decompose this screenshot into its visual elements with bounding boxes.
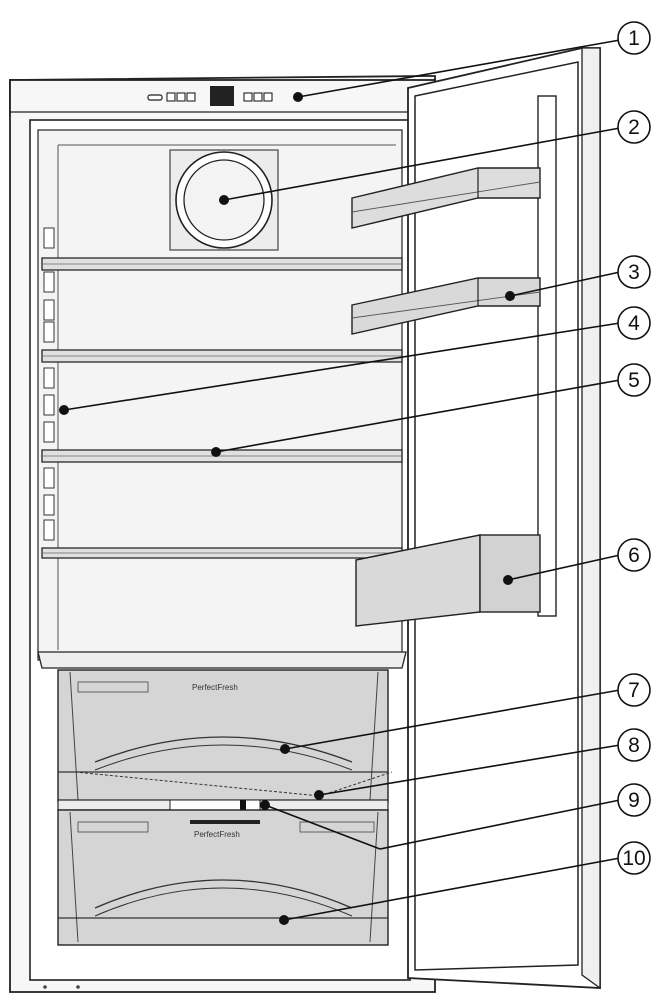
foot-right	[76, 985, 80, 989]
callout-number-5: 5	[628, 369, 640, 392]
callout-circle-10	[617, 841, 651, 875]
leader-dot-6	[503, 575, 513, 585]
drawer-section: PerfectFresh PerfectFresh	[37, 651, 407, 946]
foot-left	[43, 985, 47, 989]
shelf-support	[43, 367, 55, 389]
upper-drawer-side-right	[369, 671, 379, 801]
leader-line-8	[318, 744, 621, 796]
door-rack-upper-edge	[351, 181, 541, 213]
control-slot	[147, 94, 163, 101]
leader-line-3	[509, 271, 621, 297]
callout-number-4: 4	[628, 312, 640, 335]
control-button	[176, 92, 186, 102]
callout-circle-9	[617, 783, 651, 817]
leader-dot-1	[293, 92, 303, 102]
shelf-support-column	[43, 227, 55, 541]
drawer-cover-glass	[37, 651, 407, 669]
shelf-support	[43, 394, 55, 416]
callout-circle-3	[617, 255, 651, 289]
leader-line-7	[284, 689, 621, 750]
callout-circle-2	[617, 110, 651, 144]
leader-dot-10	[279, 915, 289, 925]
callout-circle-5	[617, 363, 651, 397]
humidity-bar	[190, 820, 260, 824]
leader-line-9b	[379, 799, 621, 850]
control-button	[186, 92, 196, 102]
callout-number-9: 9	[628, 789, 640, 812]
lower-drawer-label: PerfectFresh	[194, 830, 240, 839]
humidity-divider-line	[319, 771, 393, 797]
control-button	[263, 92, 273, 102]
control-button	[166, 92, 176, 102]
callout-number-8: 8	[628, 734, 640, 757]
callout-circle-1	[617, 21, 651, 55]
callout-number-6: 6	[628, 544, 640, 567]
leader-dot-7	[280, 744, 290, 754]
leader-dot-5	[211, 447, 221, 457]
callout-circle-4	[617, 306, 651, 340]
callout-circle-8	[617, 728, 651, 762]
callout-number-2: 2	[628, 116, 640, 139]
shelf-support	[43, 421, 55, 443]
callout-markers: 1 2 3 4 5 6 7 8 9 10	[617, 21, 651, 875]
shelf-support	[43, 299, 55, 321]
shelf-support	[43, 494, 55, 516]
leader-dot-9	[260, 800, 270, 810]
leader-line-2	[223, 127, 621, 201]
door-racks	[351, 167, 541, 627]
door-side-channel	[537, 95, 557, 617]
leader-dot-4	[59, 405, 69, 415]
callout-leaders	[59, 39, 621, 925]
shelf-support	[43, 227, 55, 249]
leader-line-4	[63, 322, 621, 411]
control-button	[243, 92, 253, 102]
lower-drawer-handle-arc	[94, 879, 353, 909]
shelf-support	[43, 519, 55, 541]
upper-drawer-handle-arc	[94, 736, 353, 763]
control-button	[253, 92, 263, 102]
upper-drawer-label: PerfectFresh	[192, 683, 238, 692]
leader-line-1	[297, 39, 621, 98]
shelf-support	[43, 467, 55, 489]
door-edge	[581, 47, 601, 990]
upper-drawer-symbols	[77, 681, 149, 693]
leader-line-5	[215, 379, 621, 453]
leader-line-10	[283, 857, 621, 921]
bottle-rack-top-edge	[355, 534, 481, 561]
shelf-support	[43, 321, 55, 343]
callout-number-10: 10	[622, 847, 645, 870]
control-panel	[147, 86, 273, 106]
lower-drawer-handle-arc	[94, 887, 353, 917]
lower-drawer-side-left	[69, 811, 79, 943]
leader-line-6	[507, 554, 621, 581]
bottle-rack-side	[479, 534, 541, 613]
leader-dot-3	[505, 291, 515, 301]
leader-dot-8	[314, 790, 324, 800]
upper-drawer-side-left	[69, 671, 79, 801]
callout-circle-6	[617, 538, 651, 572]
lower-drawer	[57, 809, 389, 946]
humidity-slider-track	[169, 799, 261, 811]
callout-number-7: 7	[628, 679, 640, 702]
humidity-divider-line	[74, 771, 321, 797]
leader-line-9	[264, 804, 381, 850]
callout-number-1: 1	[628, 27, 640, 50]
lower-drawer-symbols	[77, 821, 149, 833]
lower-drawer-side-right	[369, 811, 379, 943]
callout-number-3: 3	[628, 261, 640, 284]
leader-dot-2	[219, 195, 229, 205]
upper-drawer-handle-arc	[94, 744, 353, 771]
humidity-slider-knob	[240, 800, 246, 810]
shelf-support	[43, 271, 55, 293]
callout-circle-7	[617, 673, 651, 707]
control-display	[210, 86, 234, 106]
